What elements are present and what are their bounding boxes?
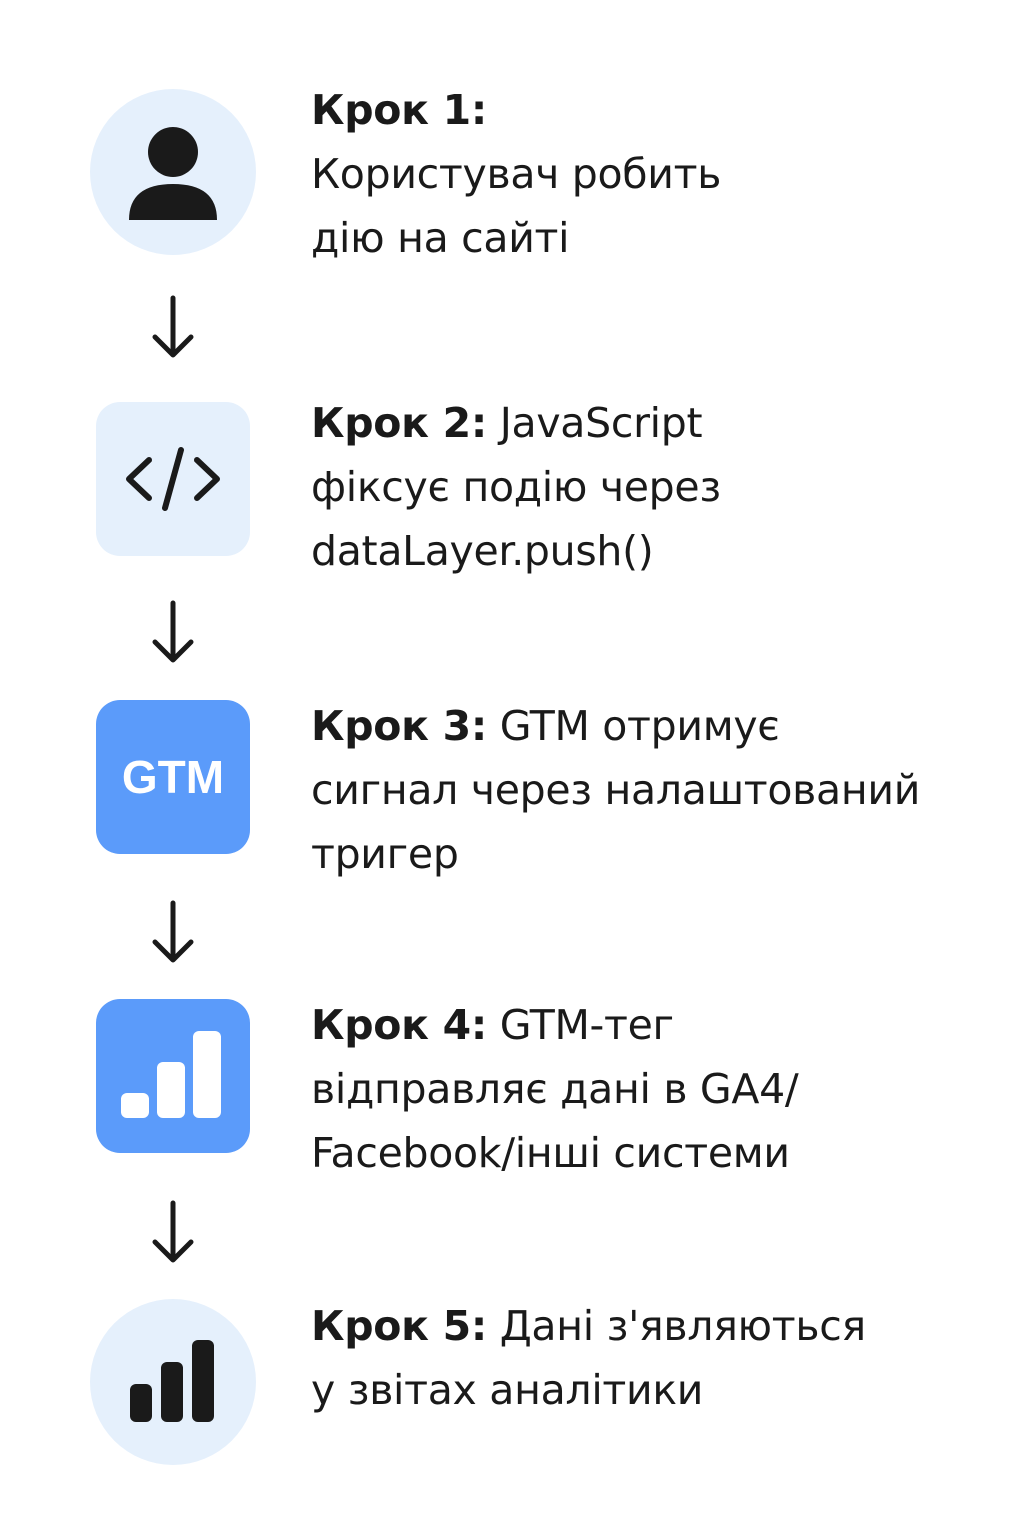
arrow-down-icon xyxy=(152,600,194,663)
step-label: Крок 2: xyxy=(311,399,487,447)
step-4-icon-badge xyxy=(96,999,250,1153)
step-line: сигнал через налаштований xyxy=(311,766,921,814)
step-label: Крок 5: xyxy=(311,1302,487,1350)
step-line: Дані з'являються xyxy=(486,1302,866,1350)
step-label: Крок 3: xyxy=(311,702,487,750)
step-2-icon-badge xyxy=(96,402,250,556)
step-line: дію на сайті xyxy=(311,214,570,262)
step-line: Користувач робить xyxy=(311,150,722,198)
step-line: фіксує подію через xyxy=(311,463,721,511)
code-icon xyxy=(126,447,220,511)
step-line: JavaScript xyxy=(486,399,703,447)
step-line: тригер xyxy=(311,830,459,878)
step-5-text: Крок 5: Дані з'являються у звітах аналіт… xyxy=(311,1294,866,1422)
step-4-text: Крок 4: GTM-тег відправляє дані в GA4/ F… xyxy=(311,993,799,1185)
arrow-down-icon xyxy=(152,295,194,358)
step-label: Крок 4: xyxy=(311,1001,487,1049)
step-1-icon-badge xyxy=(90,89,256,255)
step-line: dataLayer.push() xyxy=(311,527,654,575)
step-line: GTM отримує xyxy=(486,702,780,750)
step-line: у звітах аналітики xyxy=(311,1366,704,1414)
step-line: GTM-тег xyxy=(486,1001,674,1049)
step-label: Крок 1: xyxy=(311,86,487,134)
user-icon xyxy=(129,127,217,220)
step-2-text: Крок 2: JavaScript фіксує подію через da… xyxy=(311,391,721,583)
step-3-icon-badge: GTM xyxy=(96,700,250,854)
step-1-text: Крок 1: Користувач робить дію на сайті xyxy=(311,78,721,270)
step-5-icon-badge xyxy=(90,1299,256,1465)
step-line: Facebook/інші системи xyxy=(311,1129,790,1177)
arrow-down-icon xyxy=(152,900,194,963)
analytics-icon xyxy=(130,1340,214,1422)
gtm-logo: GTM xyxy=(121,751,225,803)
step-line: відправляє дані в GA4/ xyxy=(311,1065,799,1113)
bar-chart-icon xyxy=(121,1031,221,1118)
arrow-down-icon xyxy=(152,1200,194,1263)
step-3-text: Крок 3: GTM отримує сигнал через налашто… xyxy=(311,694,920,886)
